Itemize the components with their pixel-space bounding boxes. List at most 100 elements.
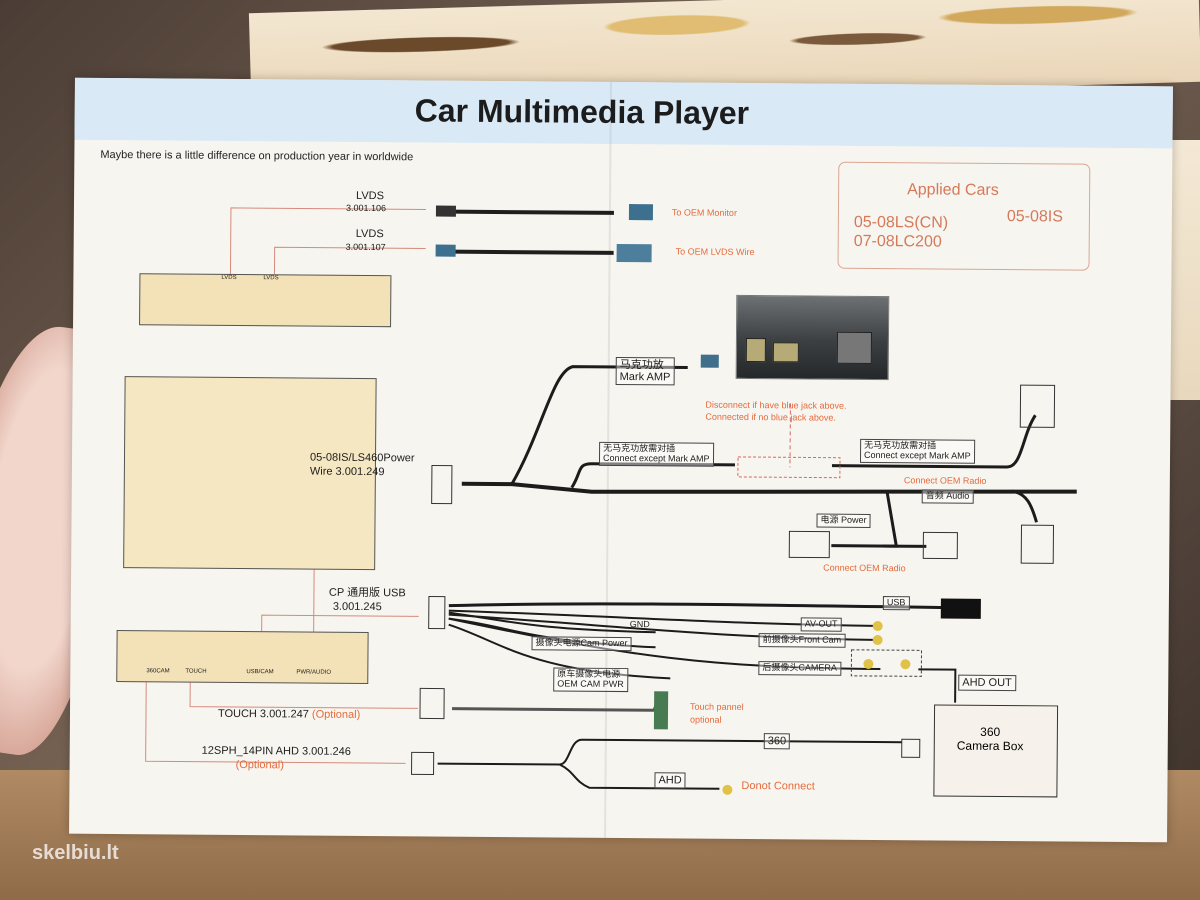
label-sph-optional: (Optional) [235,758,284,772]
rear-cam-jack-2 [900,659,911,670]
lvds-right-connector-2 [616,243,652,263]
radio-right-cable [831,414,1037,469]
label-mark-amp: 马克功放 Mark AMP [615,356,675,386]
lvds-cable-bottom [451,249,614,255]
wiring-diagram [145,204,1077,795]
oem-cam-cable [448,623,671,680]
ahd-cable [437,738,902,766]
oem-radio-left [788,530,830,559]
touch-cable [452,693,662,712]
power-left-connector [431,465,453,505]
oem-cam-en: OEM CAM PWR [557,678,624,689]
label-connected: Connected if no blue jack above. [705,411,836,423]
label-ahd-out: AHD OUT [958,674,1016,692]
label-oem-cam: 原车摄像头电源 OEM CAM PWR [553,667,628,692]
rear-cam-cable [448,617,881,671]
mark-amp-cable [510,365,688,485]
touch-panel-board [653,691,669,730]
mark-amp-cn: 马克功放 [619,358,664,372]
radio-connector-bottom [1020,524,1055,564]
bottom-port-label-2: TOUCH [185,668,207,675]
label-audio: 音频 Audio [921,489,974,504]
label-sph-wire: 12SPH_14PIN AHD 3.001.246 [201,744,351,758]
bottom-port-label-1: 360CAM [146,668,170,675]
label-touch-wire: TOUCH 3.001.247 (Optional) [218,708,360,721]
lvds-cable-top [451,209,614,215]
label-gnd: GND [629,619,650,630]
power-cable [881,489,899,548]
label-av-out: AV-OUT [800,617,842,632]
port-label-lvds-1: LVDS [221,274,237,281]
oem-connector-photo [735,294,890,381]
photo-port-3 [836,331,873,364]
label-donot-connect: Donot Connect [741,779,815,793]
dotted-connector-box [737,456,841,479]
bottom-port-label-3: USB/CAM [246,669,274,676]
camera-connector-box [850,649,923,677]
bottom-port-label-4: PWR/AUDIO [296,669,332,676]
lvds-top-guide [229,207,426,284]
touch-optional-text: (Optional) [311,708,361,721]
label-connect-oem-radio-1: Connect OEM Radio [903,475,987,486]
front-cam-jack [872,635,883,646]
connect-except-en-left: Connect except Mark AMP [602,452,710,464]
power-connector-cable [831,544,927,548]
label-connect-except-left: 无马克功放需对插 Connect except Mark AMP [598,441,714,467]
label-lvds-part-2: 3.001.107 [345,241,386,253]
mark-amp-connector [700,354,719,368]
label-lvds-part-1: 3.001.106 [345,202,387,214]
camera-box-label: 360 Camera Box [957,725,1024,754]
label-front-cam: 前摄像头Front Cam [758,633,846,648]
label-power-wire-2: Wire 3.001.249 [309,465,385,479]
label-ahd: AHD [654,772,686,789]
av-jack-1 [872,621,883,632]
label-power: 电源 Power [816,513,871,528]
lvds-left-connector-1 [435,205,456,217]
label-touch-panel: Touch pannel [690,701,744,712]
camera-box-line-2: Camera Box [956,739,1024,754]
radio-connector-top [1019,384,1056,428]
label-camera: 后摄像头CAMERA [758,661,841,676]
label-usb: USB [882,596,910,611]
usb-left-connector [428,595,446,630]
label-touch-optional: optional [689,714,722,725]
label-360-wire: 360 [763,733,791,750]
rear-cam-jack-1 [863,658,874,669]
camera-box-line-1: 360 [980,724,1001,739]
connect-except-en-right: Connect except Mark AMP [864,449,971,461]
photo-port-1 [745,337,766,363]
power-main-cable [461,481,1077,494]
lvds-right-connector-1 [628,204,654,221]
touch-left-connector [419,687,445,720]
label-cp-usb: CP 通用版 USB [328,586,406,600]
lvds-left-connector-2 [435,244,456,257]
oem-radio-right [922,531,958,560]
label-connect-oem-radio-2: Connect OEM Radio [823,562,906,574]
connect-except-cable [570,462,735,489]
port-label-lvds-2: LVDS [263,275,279,282]
label-to-oem-monitor: To OEM Monitor [671,207,738,218]
label-connect-except-right: 无马克功放需对插 Connect except Mark AMP [859,438,975,464]
watermark: skelbiu.lt [32,842,119,864]
av-out-cable [448,609,881,628]
label-lvds-2: LVDS [355,227,384,241]
ahd-jack [722,784,733,795]
front-cam-cable [448,613,881,642]
label-cam-power: 摄像头电源Cam Power [531,636,632,651]
ahd-branch [559,763,720,790]
usb-plug [940,598,981,619]
label-power-wire-1: 05-08IS/LS460Power [309,451,415,465]
label-lvds-1: LVDS [356,189,385,203]
usb-cable [448,602,951,610]
lvds-bottom-guide [273,246,426,285]
label-to-oem-lvds: To OEM LVDS Wire [675,246,755,258]
red-dotted-amp [789,403,791,468]
wiring-diagram-sheet: Car Multimedia Player Maybe there is a l… [69,77,1173,843]
camera-box-connector [901,738,921,758]
connectors [411,204,1056,795]
camera-box: 360 Camera Box [933,704,1059,798]
audio-cable [1011,489,1038,523]
touch-wire-text: TOUCH 3.001.247 [217,707,309,721]
label-disconnect: Disconnect if have blue jack above. [705,399,847,411]
